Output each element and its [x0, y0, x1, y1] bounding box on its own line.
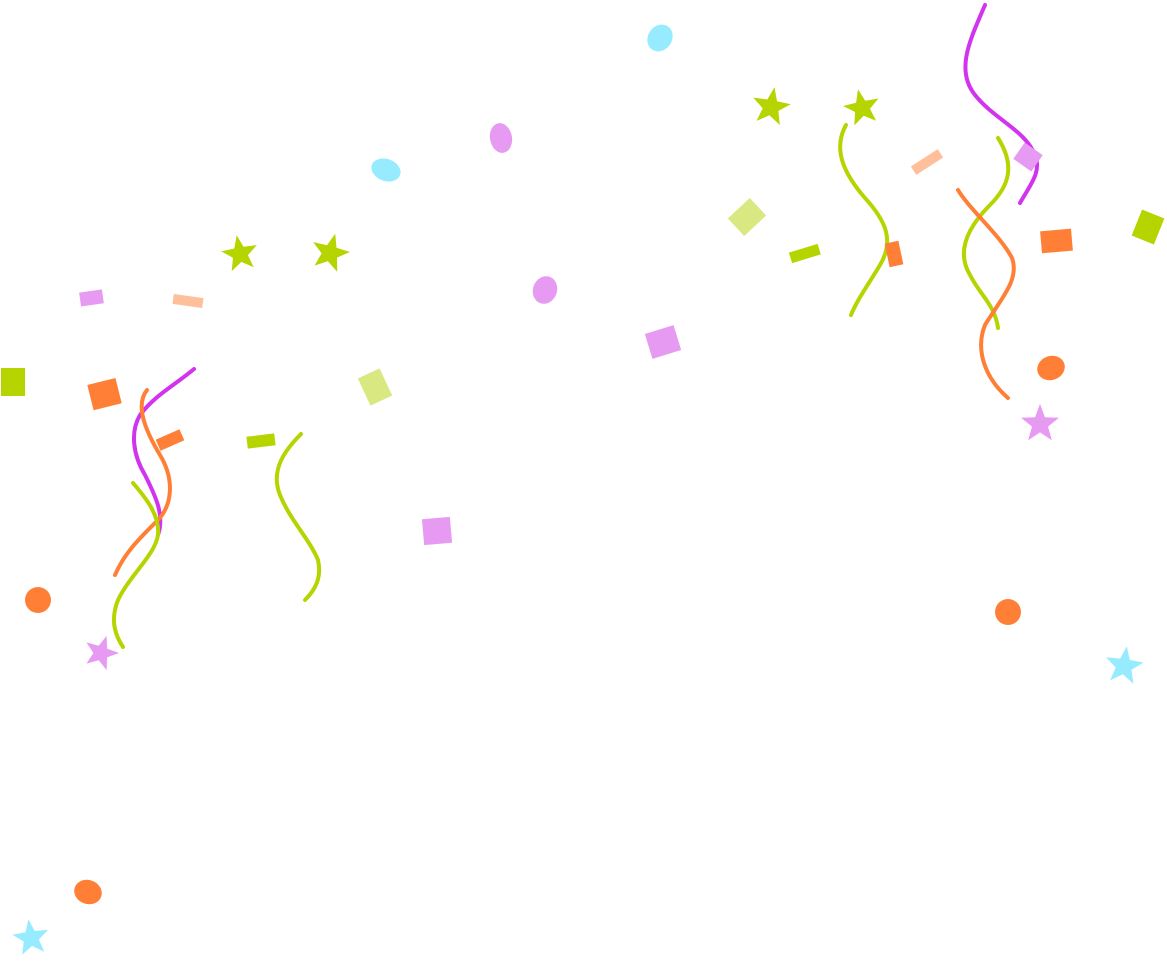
confetti-rect-14 — [1013, 142, 1043, 172]
confetti-dot-3 — [371, 158, 401, 182]
confetti-rect-1 — [79, 289, 104, 307]
confetti-rect-11 — [788, 243, 821, 264]
ribbon-lime-center-left — [274, 432, 322, 602]
confetti-rect-15 — [1040, 228, 1073, 254]
confetti-star-1 — [221, 235, 257, 272]
ribbon-lime-left — [111, 481, 161, 649]
confetti-star-8 — [12, 919, 49, 955]
confetti-rect-9 — [644, 325, 682, 359]
confetti-rect-3 — [1, 368, 25, 396]
confetti-rect-8 — [421, 516, 453, 546]
confetti-rect-6 — [246, 433, 276, 449]
confetti-rect-13 — [910, 149, 944, 175]
confetti-rect-2 — [172, 293, 204, 309]
confetti-rect-10 — [727, 197, 767, 237]
ribbon-lime-mid-right — [838, 123, 890, 317]
confetti-star-3 — [753, 87, 791, 125]
confetti-dot-2 — [489, 123, 513, 153]
confetti-dot-6 — [25, 587, 51, 613]
confetti-dot-1 — [647, 24, 673, 52]
ribbon-magenta-left — [132, 367, 196, 537]
ribbon-orange-top-right — [956, 188, 1016, 400]
confetti-star-5 — [1021, 404, 1059, 441]
confetti-dot-7 — [995, 599, 1021, 625]
confetti-star-7 — [1106, 646, 1144, 684]
confetti-star-2 — [313, 233, 350, 272]
confetti-rect-4 — [87, 377, 122, 411]
confetti-star-6 — [86, 635, 119, 671]
confetti-rect-5 — [155, 429, 185, 451]
ribbon-magenta-top-right — [963, 3, 1040, 205]
confetti-dot-8 — [74, 879, 102, 905]
confetti-rect-16 — [1131, 209, 1165, 245]
confetti-star-4 — [843, 89, 879, 126]
confetti-dot-5 — [1037, 355, 1065, 381]
confetti-dot-4 — [532, 276, 558, 304]
confetti-rect-7 — [357, 368, 393, 406]
ribbon-orange-left — [113, 388, 172, 577]
ribbon-lime-top-right — [961, 136, 1011, 330]
confetti-rect-12 — [884, 240, 904, 268]
